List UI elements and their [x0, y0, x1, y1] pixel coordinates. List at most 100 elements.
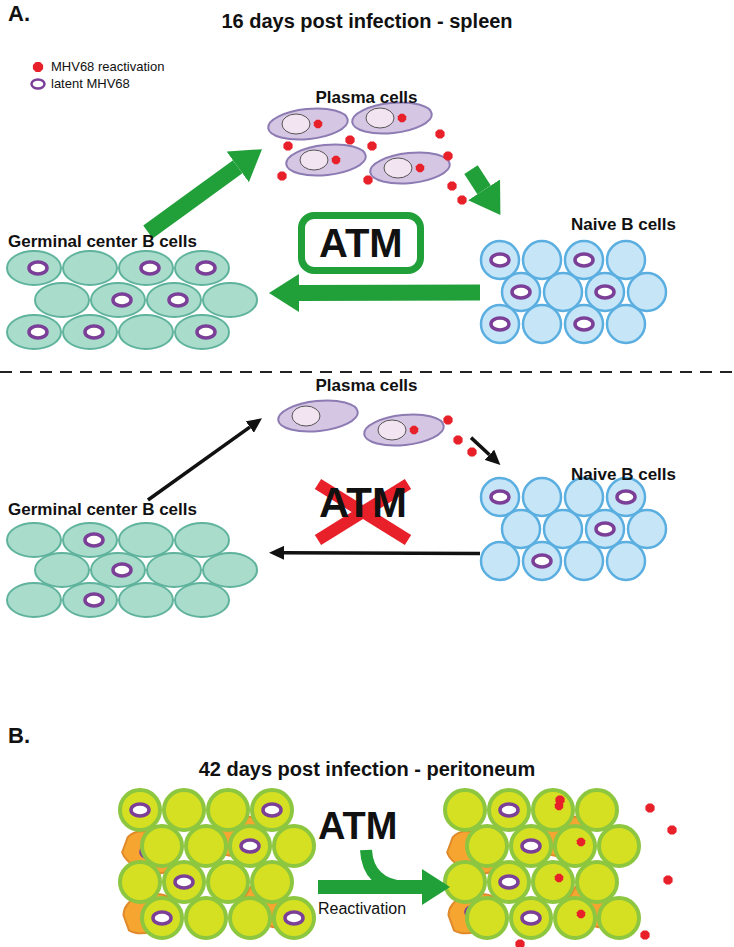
- flow-arrow: [299, 285, 480, 302]
- legend-entry: latent MHV68: [30, 75, 164, 92]
- naive-cell: [523, 542, 561, 580]
- peritoneal-cell: [577, 862, 617, 902]
- reactivation-virion: [663, 875, 672, 884]
- plasma-cell: [369, 149, 452, 187]
- peritoneal-cell: [142, 826, 182, 866]
- latent-episome: [241, 840, 259, 852]
- reactivation-virion: [398, 114, 406, 122]
- reactivation-virion: [283, 141, 292, 150]
- latent-episome: [153, 912, 171, 924]
- cell-population: Naive B cells: [480, 215, 684, 340]
- peritoneal-cell: [445, 790, 485, 830]
- cell-population: Naive B cells: [480, 465, 684, 595]
- naive-cell: [607, 542, 645, 580]
- germinal-center-cell: [7, 583, 61, 617]
- latent-episome: [85, 326, 103, 338]
- germinal-center-cell: [7, 315, 61, 349]
- arrow-label: Reactivation: [318, 900, 406, 918]
- latent-episome: [197, 262, 215, 274]
- latent-episome: [131, 804, 149, 816]
- reactivation-virion: [645, 803, 654, 812]
- gene-name: ATM: [319, 221, 403, 265]
- reactivation-virion: [277, 171, 286, 180]
- germinal-center-cell: [175, 523, 229, 557]
- reactivation-virion: [447, 181, 456, 190]
- naive-cell: [565, 305, 603, 343]
- germinal-center-cell: [7, 251, 61, 285]
- peritoneal-cell: [252, 790, 292, 830]
- peritoneal-cell: [511, 898, 551, 938]
- latent-episome: [29, 326, 47, 338]
- peritoneal-cell: [489, 790, 529, 830]
- peritoneal-cell: [120, 790, 160, 830]
- germinal-center-cell: [147, 283, 201, 317]
- germinal-center-cell: [119, 315, 173, 349]
- flow-arrow: [148, 167, 238, 232]
- flow-arrow: [284, 551, 480, 555]
- peritoneal-cell: [120, 862, 160, 902]
- peritoneal-cell: [467, 898, 507, 938]
- reactivation-virion: [453, 435, 462, 444]
- naive-cell: [481, 542, 519, 580]
- germinal-center-cell: [7, 523, 61, 557]
- reactivation-virion: [416, 164, 424, 172]
- germinal-center-cell: [203, 553, 257, 587]
- flow-arrow: [471, 170, 484, 190]
- reactivation-virion: [443, 415, 452, 424]
- peritoneal-cell: [274, 898, 314, 938]
- peritoneal-cell: [445, 862, 485, 902]
- latent-episome: [141, 262, 159, 274]
- population-label: Germinal center B cells: [8, 500, 261, 520]
- latent-episome: [263, 804, 281, 816]
- legend-swatch: [30, 77, 46, 91]
- reactivation-virion: [332, 156, 340, 164]
- germinal-center-cell: [119, 251, 173, 285]
- latent-episome: [491, 318, 509, 330]
- naive-cell: [565, 542, 603, 580]
- panel-title: 16 days post infection - spleen: [0, 10, 734, 32]
- reactivation-virion: [345, 135, 354, 144]
- peritoneal-cell: [164, 790, 204, 830]
- germinal-center-cell: [63, 523, 117, 557]
- latent-episome: [522, 840, 540, 852]
- legend-text: MHV68 reactivation: [51, 59, 164, 74]
- latent-episome: [169, 294, 187, 306]
- germinal-center-cell: [35, 553, 89, 587]
- reactivation-virion: [555, 795, 564, 804]
- latent-episome: [175, 876, 193, 888]
- peritoneal-cell: [511, 826, 551, 866]
- latent-episome: [113, 294, 131, 306]
- reactivation-virion: [515, 939, 524, 947]
- reactivation-virion: [667, 825, 676, 834]
- nucleus: [366, 108, 394, 128]
- reactivation-virion: [410, 426, 418, 434]
- legend: MHV68 reactivationlatent MHV68: [30, 58, 164, 92]
- reactivation-virion: [435, 129, 444, 138]
- panel-divider: [0, 371, 734, 373]
- germinal-center-cell: [91, 283, 145, 317]
- germinal-center-cell: [35, 283, 89, 317]
- latent-episome: [617, 491, 635, 503]
- peritoneal-cell: [467, 826, 507, 866]
- reactivation-virion: [577, 910, 585, 918]
- peritoneal-cell: [208, 862, 248, 902]
- germinal-center-cell: [203, 283, 257, 317]
- peritoneal-cell: [555, 898, 595, 938]
- latent-episome: [575, 254, 593, 266]
- latent-episome: [522, 912, 540, 924]
- peritoneal-cell: [533, 790, 573, 830]
- latent-episome: [29, 262, 47, 274]
- population-label: Naive B cells: [488, 215, 676, 235]
- latent-episome: [85, 594, 103, 606]
- reactivation-virion: [640, 930, 649, 939]
- nucleus: [384, 158, 412, 178]
- reactivation-virion: [467, 447, 476, 456]
- reactivation-virion: [577, 838, 585, 846]
- peritoneal-cell: [599, 826, 639, 866]
- flow-arrow: [148, 427, 250, 500]
- reactivation-virion: [367, 141, 376, 150]
- reactivation-arrow: [318, 880, 424, 894]
- germinal-center-cell: [175, 315, 229, 349]
- nucleus: [292, 406, 320, 426]
- latent-episome: [491, 491, 509, 503]
